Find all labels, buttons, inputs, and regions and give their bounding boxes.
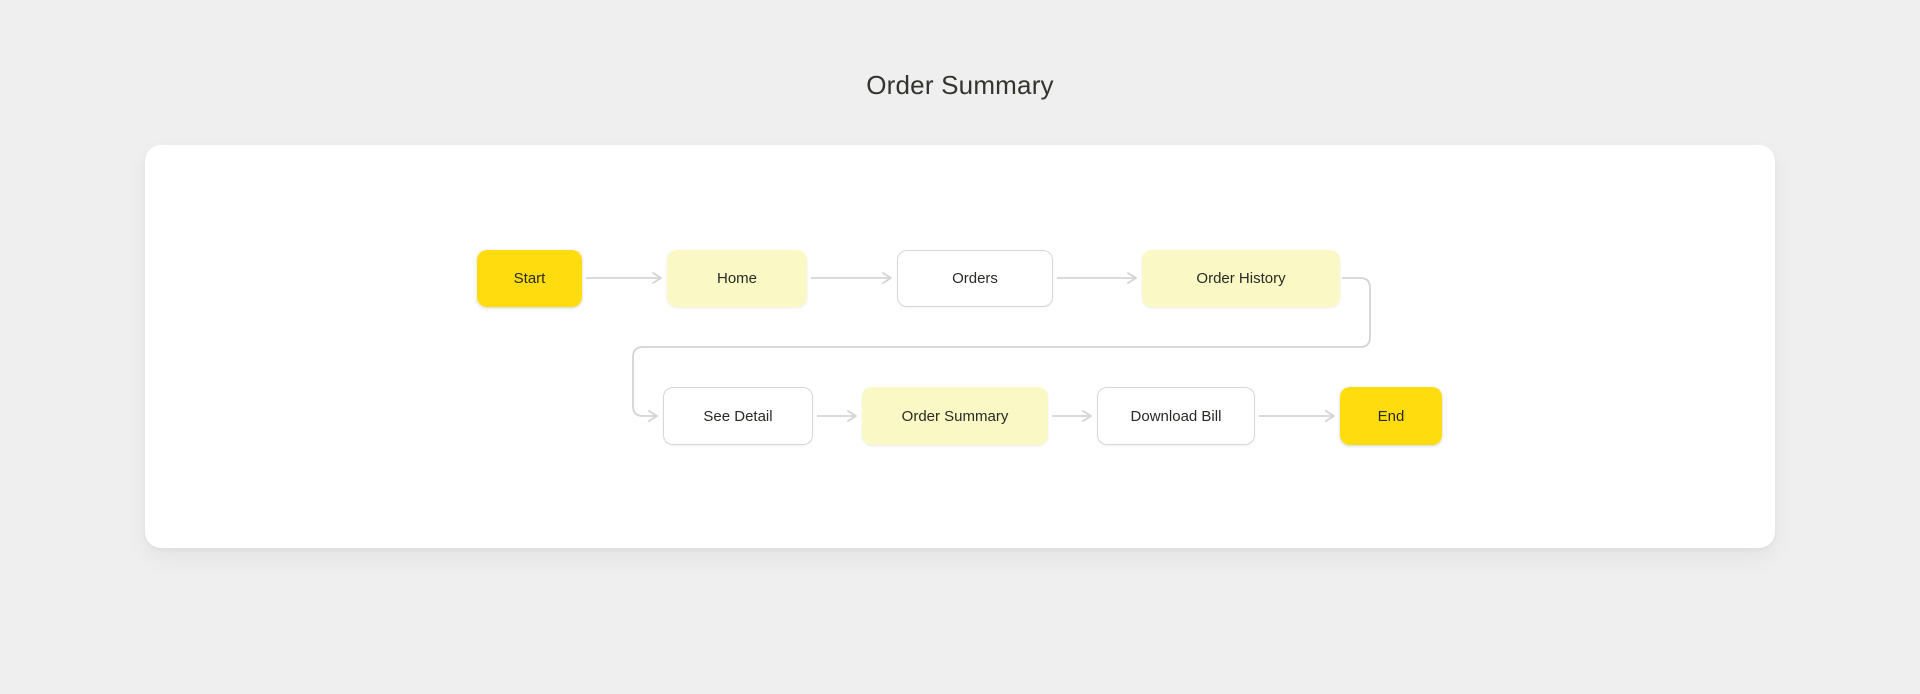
node-download-bill[interactable]: Download Bill	[1097, 387, 1255, 445]
node-start-label: Start	[513, 270, 546, 287]
node-download-bill-label: Download Bill	[1130, 407, 1222, 425]
node-order-history[interactable]: Order History	[1142, 250, 1340, 307]
node-end[interactable]: End	[1340, 387, 1442, 445]
page-title: Order Summary	[866, 70, 1054, 100]
node-end-label: End	[1377, 407, 1405, 425]
node-start[interactable]: Start	[477, 250, 582, 307]
node-orders-label: Orders	[952, 270, 998, 287]
flowchart-card: Start Home Orders Order History See Deta…	[145, 145, 1775, 548]
node-order-summary[interactable]: Order Summary	[862, 387, 1048, 445]
node-home[interactable]: Home	[667, 250, 807, 307]
node-see-detail-label: See Detail	[703, 407, 773, 425]
node-home-label: Home	[716, 270, 757, 287]
flow-edges	[586, 272, 1371, 422]
node-see-detail[interactable]: See Detail	[663, 387, 813, 445]
node-order-summary-label: Order Summary	[901, 407, 1009, 425]
node-order-history-label: Order History	[1196, 270, 1286, 287]
node-orders[interactable]: Orders	[897, 250, 1053, 307]
